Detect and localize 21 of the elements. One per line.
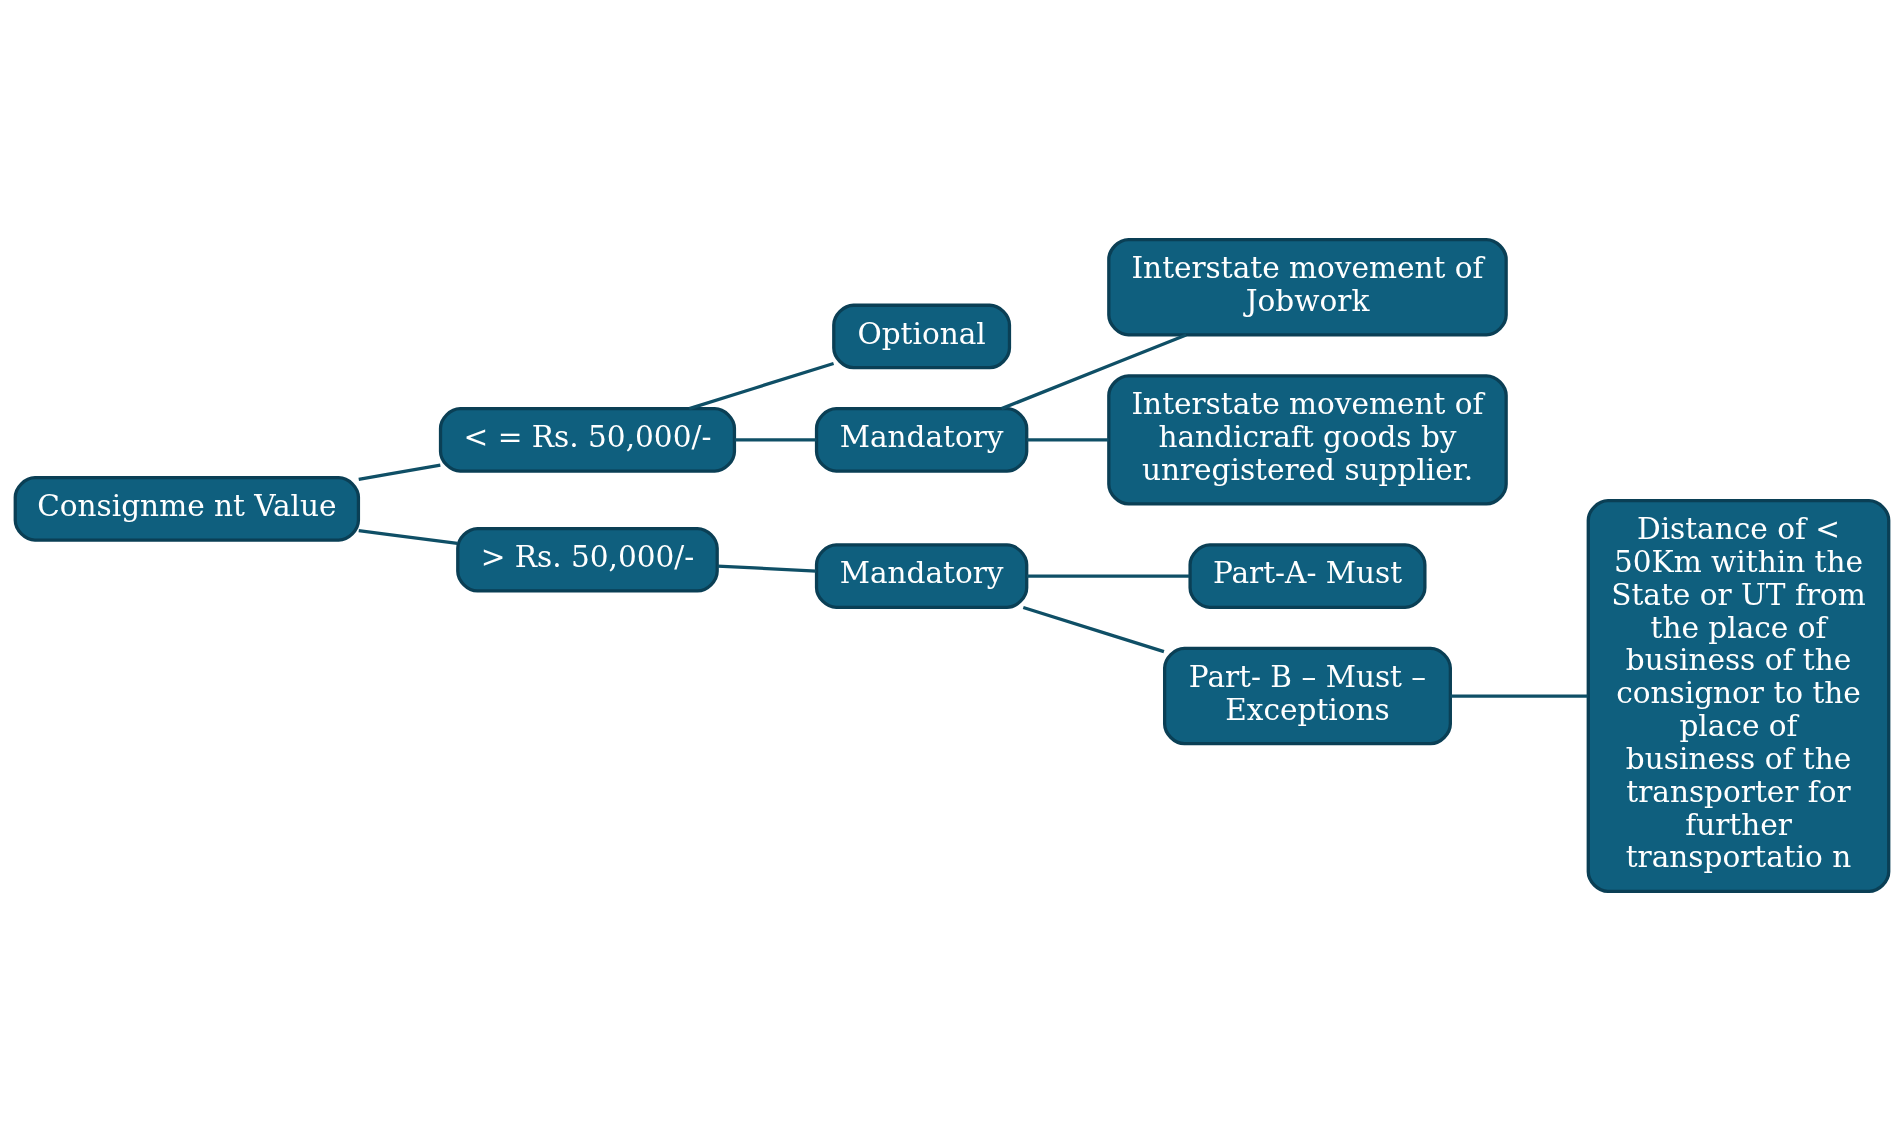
connector xyxy=(688,361,835,410)
node-box: Consignme nt Value xyxy=(13,475,361,542)
node-box: Part-A- Must xyxy=(1188,542,1427,609)
node-box: Mandatory xyxy=(814,542,1029,609)
node-box: Interstate movement of Jobwork xyxy=(1107,237,1508,336)
node-box: < = Rs. 50,000/- xyxy=(438,406,737,473)
connector xyxy=(734,437,817,442)
connector xyxy=(1026,437,1109,442)
node-box: Interstate movement of handicraft goods by unregistered supplier. xyxy=(1107,373,1508,506)
connector xyxy=(1026,574,1190,578)
connector xyxy=(358,528,458,545)
node-box: > Rs. 50,000/- xyxy=(456,526,719,593)
node-box: Part- B – Must – Exceptions xyxy=(1163,646,1452,745)
node-box: Distance of < 50Km within the State or UT from the place of business of the consignor to the place of business of the transporter for further transportatio n xyxy=(1586,498,1891,893)
connector xyxy=(717,564,817,573)
node-box: Mandatory xyxy=(814,406,1029,473)
connector xyxy=(358,463,441,481)
connector xyxy=(1022,605,1165,653)
node-box: Optional xyxy=(832,303,1012,369)
connector xyxy=(1450,693,1588,698)
connector xyxy=(1001,332,1187,410)
